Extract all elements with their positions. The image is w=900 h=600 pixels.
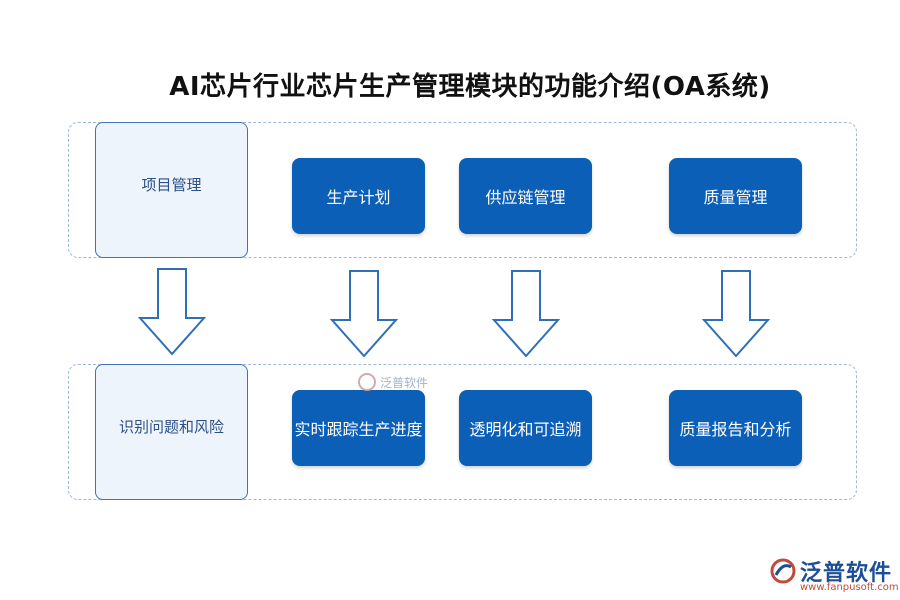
- box-production-plan: 生产计划: [292, 158, 425, 234]
- watermark: 泛普软件: [358, 373, 428, 391]
- box-quality-report: 质量报告和分析: [669, 390, 802, 466]
- down-arrow-icon: [138, 268, 206, 356]
- box-transparency: 透明化和可追溯: [459, 390, 592, 466]
- brand-url: www.fanpusoft.com: [800, 582, 899, 593]
- watermark-text: 泛普软件: [380, 375, 429, 390]
- box-supply-chain: 供应链管理: [459, 158, 592, 234]
- box-quality-management: 质量管理: [669, 158, 802, 234]
- side-box-identify-risks: 识别问题和风险: [95, 364, 248, 500]
- brand-logo: 泛普软件 www.fanpusoft.com: [770, 555, 899, 595]
- brand-logo-icon: [770, 558, 796, 584]
- box-realtime-tracking: 实时跟踪生产进度: [292, 390, 425, 466]
- down-arrow-icon: [330, 270, 398, 358]
- side-box-project-management: 项目管理: [95, 122, 248, 258]
- row-frame-bottom: [68, 364, 857, 500]
- down-arrow-icon: [702, 270, 770, 358]
- watermark-logo-icon: [358, 373, 376, 391]
- down-arrow-icon: [492, 270, 560, 358]
- row-frame-top: [68, 122, 857, 258]
- brand-name: 泛普软件: [800, 561, 893, 586]
- diagram-title: AI芯片行业芯片生产管理模块的功能介绍(OA系统): [169, 72, 771, 102]
